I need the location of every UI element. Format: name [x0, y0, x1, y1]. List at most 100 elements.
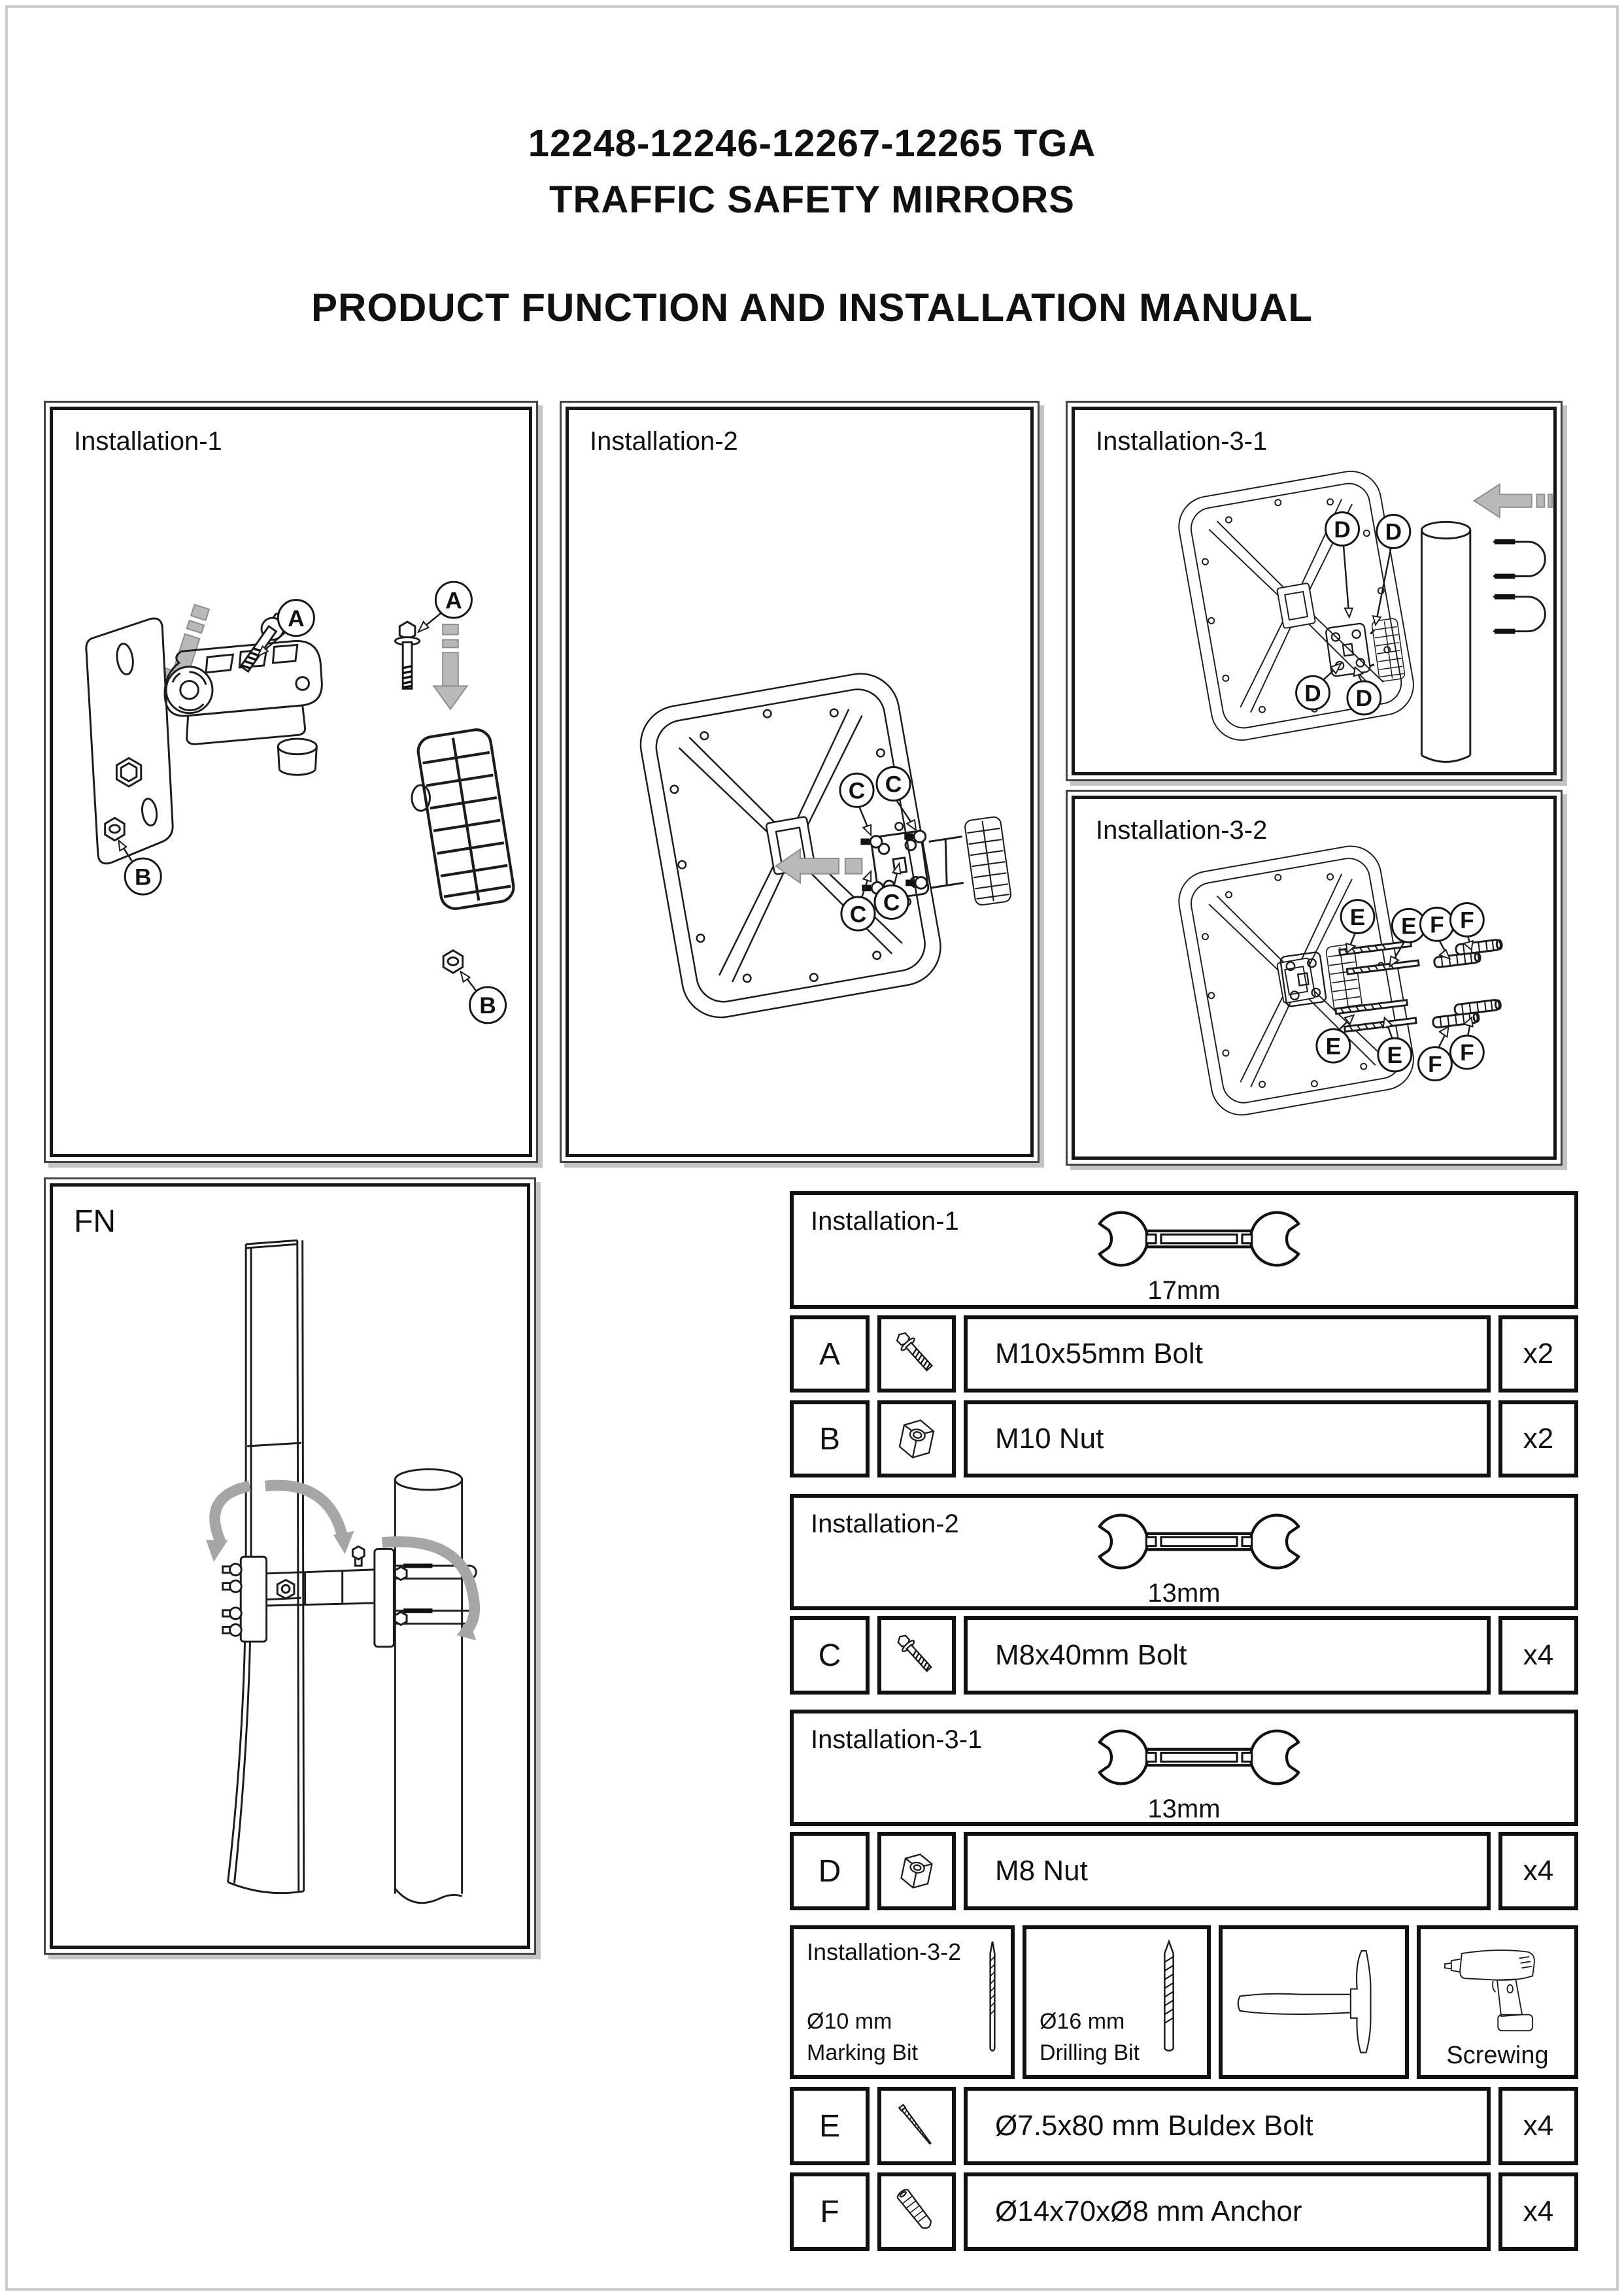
- section-title: Installation-3-1: [811, 1725, 983, 1754]
- gray-arrow-left-icon: [774, 848, 863, 885]
- tools-cell-drilling: Ø16 mm Drilling Bit: [1023, 1925, 1211, 2079]
- panel-installation-3-2: Installation-3-2: [1066, 790, 1563, 1166]
- callout-f4: F: [1449, 1016, 1485, 1070]
- buldex-screw-icon: [877, 2087, 956, 2165]
- part-qty: x4: [1498, 1832, 1578, 1910]
- part-desc: M8 Nut: [964, 1832, 1491, 1910]
- part-id: F: [790, 2172, 870, 2251]
- bit-name-label: Marking Bit: [807, 2040, 919, 2065]
- svg-text:D: D: [1385, 520, 1402, 545]
- title-manual: PRODUCT FUNCTION AND INSTALLATION MANUAL: [311, 286, 1313, 329]
- section-installation-1: Installation-1 17mm: [790, 1191, 1578, 1309]
- tilt-arrow-left-icon: [206, 1480, 251, 1562]
- part-qty: x2: [1498, 1315, 1578, 1393]
- part-row-d: D M8 Nut x4: [790, 1832, 1578, 1910]
- callout-f1: F: [1419, 906, 1455, 960]
- callout-e2: E: [1389, 907, 1427, 968]
- section-installation-3-1: Installation-3-1 13mm: [790, 1710, 1578, 1826]
- callout-d1: D: [1325, 511, 1360, 619]
- svg-text:C: C: [849, 779, 866, 804]
- part-row-a: A M10x55mm Bolt x2: [790, 1315, 1578, 1393]
- open-end-wrench-icon: [1016, 1203, 1382, 1275]
- bolt-a2-icon: [394, 620, 421, 690]
- svg-text:E: E: [1387, 1043, 1403, 1068]
- callout-c3: C: [840, 869, 876, 932]
- part-qty: x4: [1498, 1616, 1578, 1695]
- svg-text:F: F: [1428, 1052, 1442, 1077]
- section-title: Installation-2: [811, 1510, 959, 1538]
- svg-text:F: F: [1430, 913, 1444, 938]
- part-desc: M10x55mm Bolt: [964, 1315, 1491, 1393]
- panel-installation-2-frame: Installation-2: [566, 407, 1034, 1157]
- panel-installation-3-1: Installation-3-1: [1066, 401, 1563, 781]
- title-model-codes: 12248-12246-12267-12265 TGA: [528, 122, 1096, 165]
- mirror-back-drawing: [1173, 465, 1419, 746]
- bit-size-label: Ø10 mm: [807, 2009, 892, 2034]
- marking-bit-icon: [989, 1941, 996, 2051]
- callout-f3: F: [1417, 1025, 1453, 1082]
- hex-bolt-icon: [877, 1315, 956, 1393]
- section-installation-2: Installation-2 13mm: [790, 1494, 1578, 1610]
- pole-clamp-plate: [963, 815, 1013, 907]
- callout-d3: D: [1295, 662, 1343, 711]
- right-mount-plate-drawing: [411, 728, 516, 911]
- panel-installation-3-1-title: Installation-3-1: [1096, 427, 1268, 456]
- function-diagram: [206, 1239, 481, 1904]
- bracket-arm-lines: [1370, 629, 1376, 667]
- drilling-bit-icon: [1164, 1939, 1174, 2051]
- part-desc: Ø14x70xØ8 mm Anchor: [964, 2172, 1491, 2251]
- svg-text:A: A: [445, 587, 462, 613]
- tools-row: Installation-3-2 Ø10 mm Marking Bit Ø16 …: [790, 1925, 1578, 2079]
- u-bolt-icons: [1493, 539, 1546, 634]
- part-desc: Ø7.5x80 mm Buldex Bolt: [964, 2087, 1491, 2165]
- part-desc: M8x40mm Bolt: [964, 1616, 1491, 1695]
- svg-text:A: A: [288, 605, 305, 632]
- svg-text:C: C: [850, 902, 867, 927]
- tilt-arrow-right-icon: [264, 1479, 354, 1555]
- callout-c1: C: [839, 772, 875, 837]
- svg-text:D: D: [1356, 686, 1372, 711]
- part-qty: x4: [1498, 2087, 1578, 2165]
- callout-c4: C: [873, 862, 909, 920]
- open-end-wrench-icon: [1016, 1506, 1382, 1578]
- hex-bolt-icon: [877, 1616, 956, 1695]
- title-product: TRAFFIC SAFETY MIRRORS: [549, 178, 1075, 221]
- pole-drawing: [1420, 520, 1472, 763]
- panel-function-frame: FN: [50, 1183, 530, 1949]
- part-id: E: [790, 2087, 870, 2165]
- svg-text:D: D: [1304, 681, 1321, 706]
- hex-nut-icon: [877, 1400, 956, 1477]
- svg-text:D: D: [1334, 517, 1350, 543]
- installation-3-1-diagram: D D D D: [1173, 465, 1553, 763]
- wrench-size-label: 17mm: [1147, 1276, 1221, 1305]
- swivel-arrow-icon: [381, 1536, 481, 1641]
- part-desc: M10 Nut: [964, 1400, 1491, 1477]
- svg-text:F: F: [1460, 908, 1474, 934]
- svg-text:E: E: [1326, 1034, 1342, 1059]
- callout-f2: F: [1449, 902, 1485, 951]
- part-row-f: F Ø14x70xØ8 mm Anchor x4: [790, 2172, 1578, 2251]
- panel-installation-1-frame: Installation-1: [50, 407, 532, 1157]
- part-id: B: [790, 1400, 870, 1477]
- svg-text:E: E: [1401, 913, 1417, 939]
- bit-size-label: Ø16 mm: [1040, 2009, 1125, 2034]
- part-row-b: B M10 Nut x2: [790, 1400, 1578, 1477]
- tools-cell-screwing: Screwing: [1417, 1925, 1578, 2079]
- pivot-bracket-drawing: [222, 1545, 477, 1648]
- buldex-screw-icons: [1334, 939, 1420, 1033]
- nut-b2-icon: [442, 949, 464, 974]
- panel-installation-1-title: Installation-1: [74, 427, 222, 456]
- svg-text:B: B: [135, 864, 152, 890]
- panel-installation-2: Installation-2: [560, 401, 1040, 1163]
- installation-3-2-diagram: E E E E F: [1173, 840, 1503, 1121]
- svg-text:C: C: [885, 772, 902, 798]
- tools-cell-marking: Installation-3-2 Ø10 mm Marking Bit: [790, 1925, 1015, 2079]
- panel-installation-3-1-frame: Installation-3-1: [1072, 407, 1557, 775]
- mirror-back-drawing: [635, 667, 947, 1023]
- section-title: Installation-3-2: [807, 1938, 962, 1965]
- svg-text:B: B: [479, 992, 496, 1019]
- bracket-arm-lines: [928, 836, 964, 889]
- callout-a2: A: [416, 581, 473, 633]
- panel-installation-3-2-frame: Installation-3-2: [1072, 796, 1557, 1160]
